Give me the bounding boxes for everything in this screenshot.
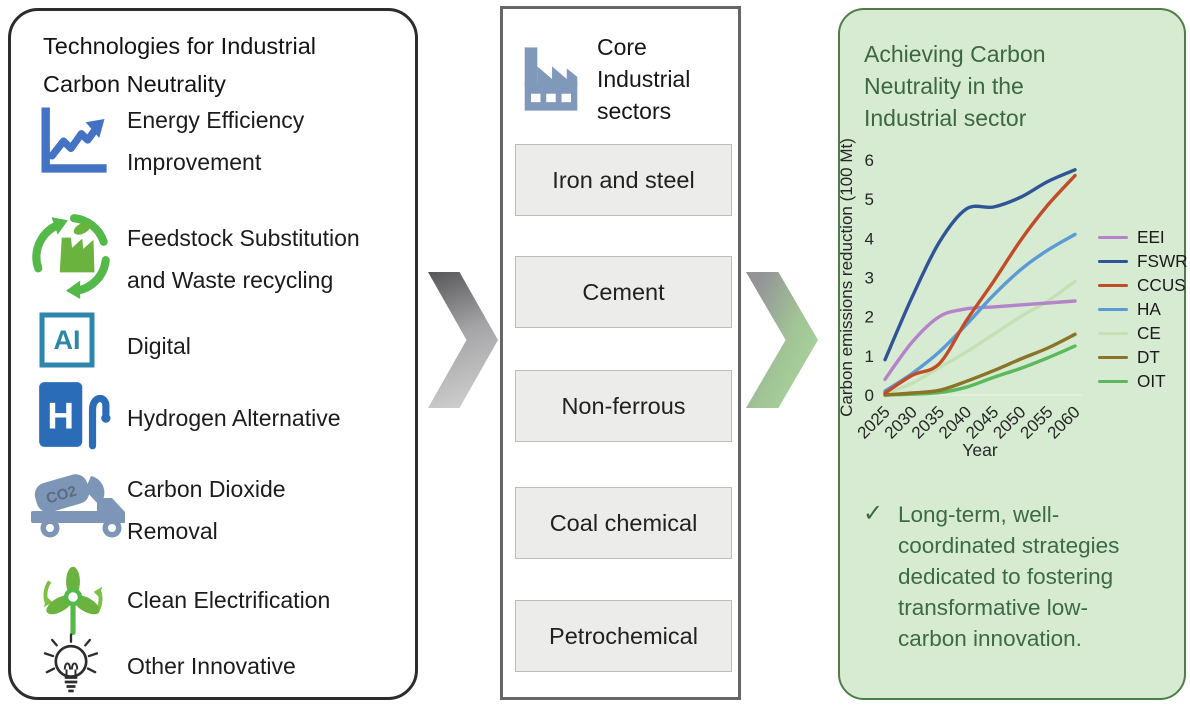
core-sectors-title: Core Industrial sectors	[597, 34, 691, 124]
legend-line-swatch-icon	[1098, 259, 1128, 264]
factory-icon	[515, 39, 587, 119]
sector-box-coal-chemical: Coal chemical	[515, 487, 732, 559]
wind-turbine-icon	[35, 559, 111, 635]
sector-box-non-ferrous: Non-ferrous	[515, 370, 732, 442]
legend-label: CCUS	[1137, 275, 1186, 295]
sector-box-iron-and-steel: Iron and steel	[515, 144, 732, 216]
svg-text:1: 1	[865, 347, 874, 366]
svg-text:0: 0	[865, 386, 874, 405]
legend-item-OIT: OIT	[1098, 371, 1188, 391]
recycle-factory-icon	[25, 207, 119, 301]
legend-item-EEI: EEI	[1098, 227, 1188, 247]
outcome-panel: Achieving Carbon Neutrality in the Indus…	[837, 8, 1188, 700]
legend-item-CCUS: CCUS	[1098, 275, 1188, 295]
legend-label: CE	[1137, 323, 1161, 343]
tech-item-hydrogen-alternative: Hydrogen Alternative	[127, 405, 341, 431]
legend-line-swatch-icon	[1098, 307, 1128, 312]
outcome-bullet-text: Long-term, well-coordinated strategies d…	[898, 502, 1120, 651]
line-chart-icon	[31, 97, 115, 181]
svg-text:3: 3	[865, 268, 874, 287]
legend-label: EEI	[1137, 227, 1165, 247]
sector-box-cement: Cement	[515, 256, 732, 328]
light-bulb-icon	[37, 627, 105, 703]
series-line-DT	[883, 332, 1077, 397]
co2-truck-icon: CO2	[25, 463, 129, 545]
legend-item-HA: HA	[1098, 299, 1188, 319]
flow-arrow-icon	[746, 272, 818, 408]
tech-item-carbon-dioxide-removal: Carbon Dioxide Removal	[127, 476, 286, 544]
svg-text:4: 4	[865, 229, 874, 248]
legend-line-swatch-icon	[1098, 355, 1128, 360]
legend-label: FSWR	[1137, 251, 1188, 271]
svg-text:6: 6	[865, 151, 874, 170]
outcome-panel-title: Achieving Carbon Neutrality in the Indus…	[864, 41, 1046, 131]
hydrogen-pump-icon: H	[33, 377, 111, 453]
legend-line-swatch-icon	[1098, 331, 1128, 336]
svg-text:AI: AI	[54, 325, 81, 355]
series-line-EEI	[883, 299, 1077, 382]
legend-label: OIT	[1137, 371, 1166, 391]
tech-item-digital: Digital	[127, 333, 191, 359]
legend-line-swatch-icon	[1098, 283, 1128, 288]
tech-item-energy-efficiency: Energy Efficiency Improvement	[127, 107, 305, 175]
legend-label: HA	[1137, 299, 1161, 319]
technologies-panel: Technologies for Industrial Carbon Neutr…	[8, 8, 418, 700]
legend-line-swatch-icon	[1098, 379, 1128, 384]
series-line-FSWR	[883, 168, 1077, 362]
tech-item-clean-electrification: Clean Electrification	[127, 587, 331, 613]
legend-item-FSWR: FSWR	[1098, 251, 1188, 271]
sector-box-petrochemical: Petrochemical	[515, 600, 732, 672]
svg-text:Carbon emissions reduction (10: Carbon emissions reduction (100 Mt)	[837, 138, 856, 417]
svg-text:5: 5	[865, 190, 874, 209]
legend-label: DT	[1137, 347, 1160, 367]
legend-item-DT: DT	[1098, 347, 1188, 367]
checkmark-icon: ✓	[863, 500, 884, 527]
ai-icon: AI	[38, 311, 96, 369]
svg-text:2060: 2060	[1044, 402, 1084, 442]
svg-text:H: H	[47, 395, 74, 436]
technologies-panel-title: Technologies for Industrial Carbon Neutr…	[43, 33, 317, 97]
emissions-line-chart: 0 1 2 3 4 5 6 Carbon emissions reduction (100 M…	[837, 138, 1084, 460]
chart-legend: EEI FSWR CCUS HA CE DT OIT	[1098, 227, 1188, 397]
legend-item-CE: CE	[1098, 323, 1188, 343]
tech-item-other-innovative: Other Innovative	[127, 653, 296, 679]
svg-text:Year: Year	[962, 440, 998, 460]
flow-arrow-icon	[428, 272, 498, 408]
series-line-CCUS	[883, 173, 1077, 395]
tech-item-feedstock-substitution: Feedstock Substitution and Waste recycli…	[127, 225, 360, 293]
core-sectors-panel: Core Industrial sectors Iron and steel C…	[500, 6, 741, 700]
legend-line-swatch-icon	[1098, 235, 1128, 240]
svg-text:2: 2	[865, 308, 874, 327]
series-line-HA	[883, 232, 1077, 393]
